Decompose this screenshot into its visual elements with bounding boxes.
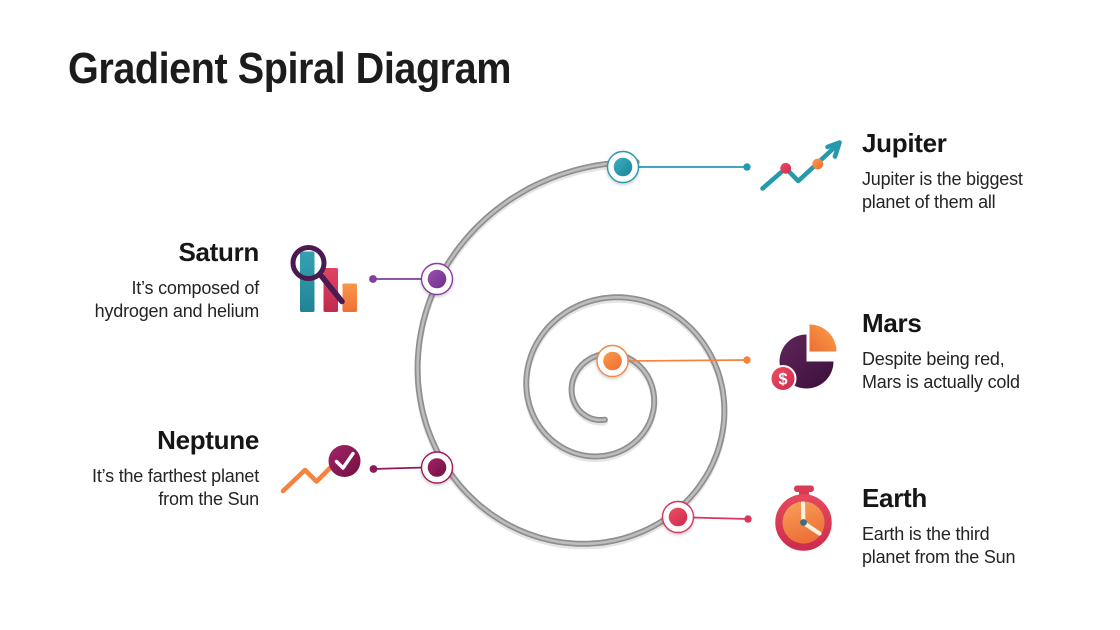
- neptune-connector-dot: [369, 465, 378, 473]
- entry-saturn: Saturn It’s composed of hydrogen and hel…: [9, 236, 260, 323]
- entry-title-earth: Earth: [862, 483, 927, 513]
- neptune-connector: [369, 465, 425, 473]
- jupiter-connector: [637, 163, 751, 171]
- trend-line-arrow-icon: [760, 140, 842, 191]
- entry-earth: Earth Earth is the third planet from the…: [862, 482, 1112, 569]
- jupiter-connector-dot: [743, 163, 751, 171]
- earth-connector: [691, 515, 752, 523]
- earth-connector-dot: [744, 515, 752, 523]
- entry-title-mars: Mars: [862, 308, 922, 338]
- earth-node: [661, 500, 695, 534]
- saturn-connector: [369, 275, 424, 283]
- entry-desc-earth: Earth is the third planet from the Sun: [862, 524, 1016, 567]
- mars-node: [596, 344, 629, 378]
- saturn-node: [420, 262, 454, 296]
- entry-neptune: Neptune It’s the farthest planet from th…: [9, 424, 259, 511]
- entry-mars: Mars Despite being red, Mars is actually…: [862, 307, 1112, 394]
- dollar-sign: $: [778, 371, 787, 389]
- entry-desc-saturn: It’s composed of hydrogen and helium: [94, 278, 260, 321]
- entry-title-saturn: Saturn: [178, 237, 259, 267]
- page-title: Gradient Spiral Diagram: [68, 44, 511, 93]
- neptune-node: [420, 451, 454, 484]
- trend-point-orange: [812, 158, 824, 170]
- entry-jupiter: Jupiter Jupiter is the biggest planet of…: [862, 127, 1112, 214]
- saturn-connector-dot: [369, 275, 377, 283]
- entry-desc-jupiter: Jupiter is the biggest planet of them al…: [862, 169, 1023, 212]
- pie-chart-dollar-icon: $: [769, 324, 837, 392]
- entry-title-neptune: Neptune: [157, 425, 259, 455]
- spiral: [414, 159, 728, 550]
- jupiter-node: [606, 150, 640, 184]
- magnifier-bar-chart-icon: [290, 245, 357, 312]
- entry-desc-mars: Despite being red, Mars is actually cold: [862, 349, 1020, 392]
- trend-point-red: [780, 162, 792, 174]
- mars-connector-dot: [743, 356, 751, 364]
- stopwatch-icon: [775, 485, 832, 551]
- checkmark-trend-icon: [280, 445, 361, 494]
- mars-connector: [627, 356, 751, 364]
- entry-title-jupiter: Jupiter: [862, 128, 947, 158]
- entry-desc-neptune: It’s the farthest planet from the Sun: [92, 466, 259, 509]
